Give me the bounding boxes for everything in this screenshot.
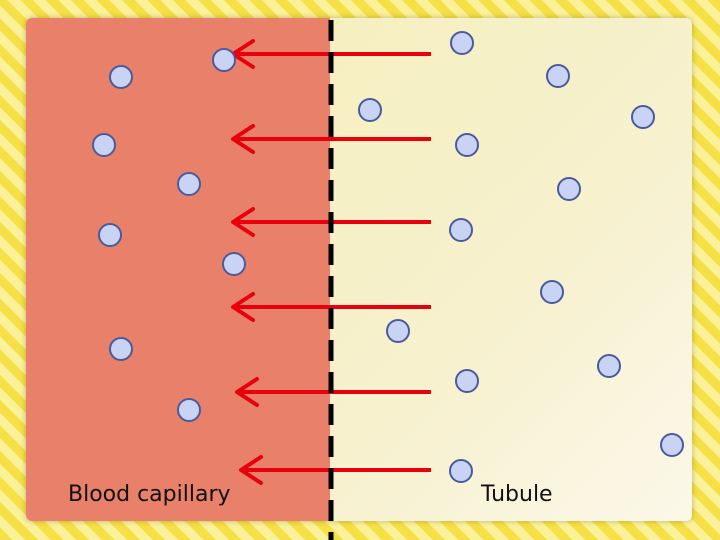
particle-2: [212, 48, 236, 72]
arrow-2: [231, 124, 431, 154]
particle-10: [546, 64, 570, 88]
blood-capillary-label: Blood capillary: [68, 482, 231, 507]
blood-capillary-region: [26, 18, 330, 521]
arrow-3: [231, 207, 431, 237]
particle-11: [358, 98, 382, 122]
arrow-4: [231, 292, 431, 322]
particle-16: [540, 280, 564, 304]
diagram-frame: [26, 18, 692, 521]
particle-18: [597, 354, 621, 378]
particle-7: [109, 337, 133, 361]
particle-14: [557, 177, 581, 201]
particles: [92, 31, 684, 483]
tubule-label: Tubule: [481, 482, 553, 507]
particle-5: [98, 223, 122, 247]
particle-17: [386, 319, 410, 343]
reabsorption-arrows: [231, 39, 431, 485]
particle-19: [455, 369, 479, 393]
particle-13: [455, 133, 479, 157]
arrow-5: [235, 377, 431, 407]
particle-12: [631, 105, 655, 129]
tubule-region: [330, 18, 692, 521]
arrow-6: [239, 455, 431, 485]
particle-20: [660, 433, 684, 457]
particle-21: [449, 459, 473, 483]
particle-15: [449, 218, 473, 242]
particle-4: [177, 172, 201, 196]
particle-3: [92, 133, 116, 157]
particle-1: [109, 65, 133, 89]
particle-9: [450, 31, 474, 55]
particle-6: [222, 252, 246, 276]
particle-8: [177, 398, 201, 422]
